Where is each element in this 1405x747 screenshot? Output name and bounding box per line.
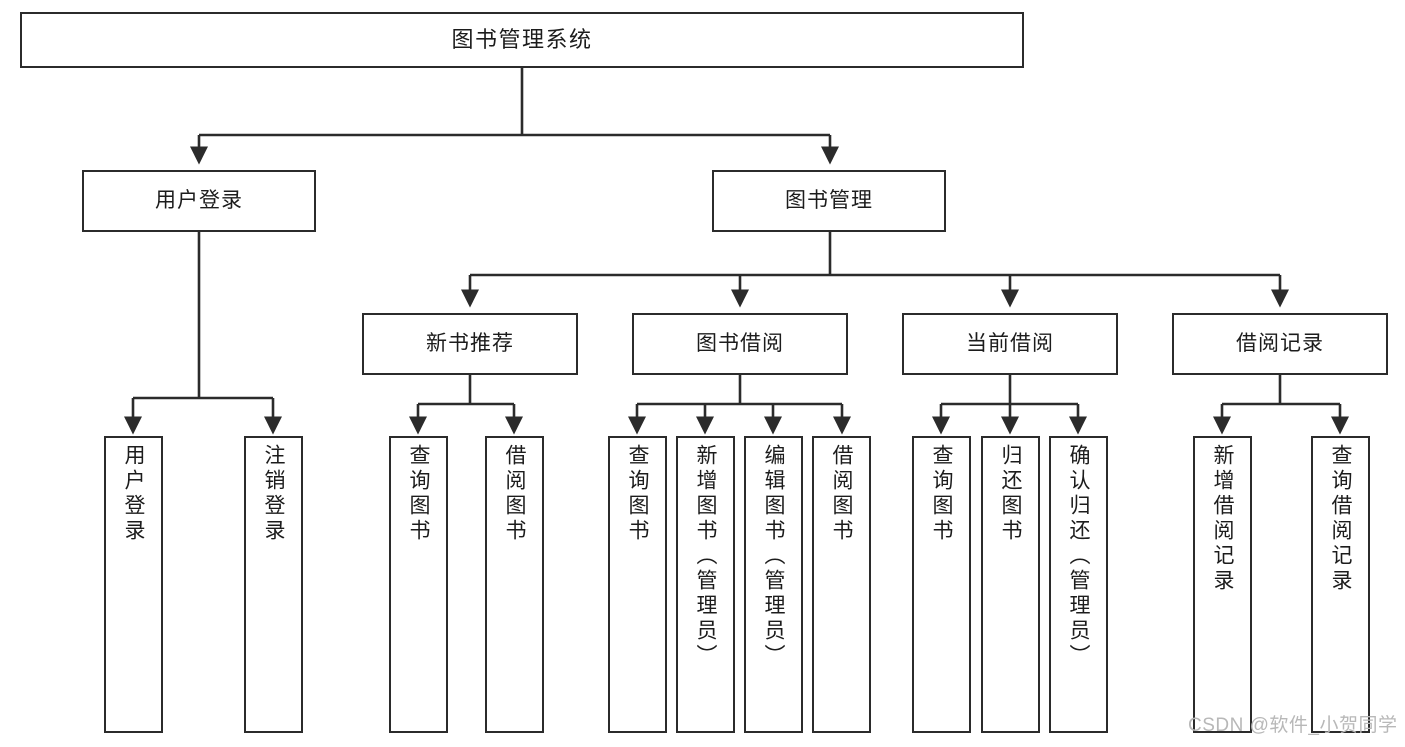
node-book-management-label: 图书管理 [785,189,873,213]
leaf-edit-book[interactable]: 编辑图书（管理员） [744,436,803,733]
leaf-query-book-2-label: 查询图书 [626,444,649,544]
leaf-query-book-1-label: 查询图书 [407,444,430,544]
leaf-return-book[interactable]: 归还图书 [981,436,1040,733]
node-book-borrow[interactable]: 图书借阅 [632,313,848,375]
node-current-borrow[interactable]: 当前借阅 [902,313,1118,375]
leaf-user-logout[interactable]: 注销登录 [244,436,303,733]
watermark-text: CSDN @软件_小贺同学 [1188,715,1398,736]
leaf-user-login[interactable]: 用户登录 [104,436,163,733]
leaf-query-book-3[interactable]: 查询图书 [912,436,971,733]
node-book-management[interactable]: 图书管理 [712,170,946,232]
node-user-login-label: 用户登录 [155,189,243,213]
leaf-query-book-2[interactable]: 查询图书 [608,436,667,733]
leaf-user-login-label: 用户登录 [122,444,145,544]
leaf-query-book-1[interactable]: 查询图书 [389,436,448,733]
leaf-borrow-book-2-label: 借阅图书 [830,444,853,544]
leaf-borrow-book-2[interactable]: 借阅图书 [812,436,871,733]
leaf-edit-book-label: 编辑图书（管理员） [762,444,785,669]
leaf-borrow-book-1-label: 借阅图书 [503,444,526,544]
leaf-add-book-label: 新增图书（管理员） [694,444,717,669]
node-borrow-records-label: 借阅记录 [1236,332,1324,356]
node-user-login[interactable]: 用户登录 [82,170,316,232]
leaf-return-book-label: 归还图书 [999,444,1022,544]
leaf-add-book[interactable]: 新增图书（管理员） [676,436,735,733]
leaf-user-logout-label: 注销登录 [262,444,285,544]
leaf-confirm-return[interactable]: 确认归还（管理员） [1049,436,1108,733]
leaf-query-record-label: 查询借阅记录 [1329,444,1352,594]
leaf-add-record-label: 新增借阅记录 [1211,444,1234,594]
node-root[interactable]: 图书管理系统 [20,12,1024,68]
node-book-borrow-label: 图书借阅 [696,332,784,356]
leaf-add-record[interactable]: 新增借阅记录 [1193,436,1252,733]
node-current-borrow-label: 当前借阅 [966,332,1054,356]
leaf-query-book-3-label: 查询图书 [930,444,953,544]
node-borrow-records[interactable]: 借阅记录 [1172,313,1388,375]
leaf-query-record[interactable]: 查询借阅记录 [1311,436,1370,733]
node-new-book-recommend[interactable]: 新书推荐 [362,313,578,375]
node-new-book-recommend-label: 新书推荐 [426,332,514,356]
node-root-label: 图书管理系统 [451,26,593,52]
leaf-borrow-book-1[interactable]: 借阅图书 [485,436,544,733]
leaf-confirm-return-label: 确认归还（管理员） [1067,444,1090,669]
